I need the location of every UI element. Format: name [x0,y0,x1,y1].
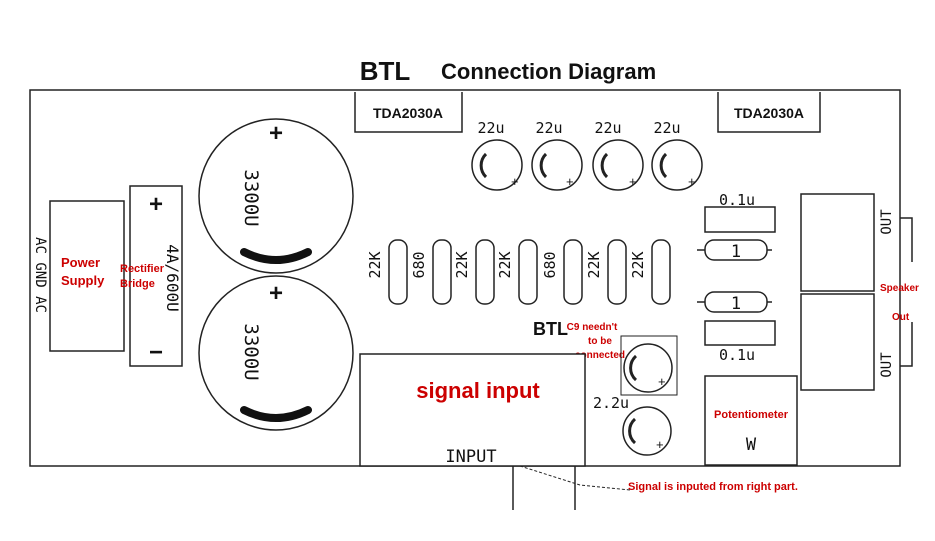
component-1-top-label: 1 [731,242,741,262]
cap-22u-3-plus: + [629,174,637,189]
potentiometer-mark: W [746,435,757,455]
resistor-2: 680 [410,239,452,305]
cap-22u-3-label: 22u [594,119,621,137]
cap-2u2-plus: + [656,437,664,452]
signal-note: Signal is inputed from right part. [628,481,798,493]
c9-note-1: C9 needn't [567,322,618,333]
signal-input-area [359,353,586,467]
cap-3300u-top-plus: + [269,120,283,147]
cap-22u-1: 22u + [471,119,523,191]
cap-3300u-bottom-label: 3300U [240,323,262,380]
power-supply-block [49,200,125,352]
resistor-7-label: 22K [629,251,647,278]
resistor-3-label: 22K [453,251,471,278]
resistor-1-label: 22K [366,251,384,278]
cap-22u-4: 22u + [651,119,703,191]
cap-2u2: + [622,406,672,456]
film-cap-top-label: 0.1u [719,191,755,209]
component-1-bottom: 1 [697,291,772,314]
speaker-label-2: Out [892,312,910,323]
cap-22u-1-label: 22u [477,119,504,137]
cap-3300u-top: + 3300U [198,118,354,274]
rectifier-plus: + [149,191,163,218]
speaker-lead-top [900,217,913,262]
rectifier-bridge [129,185,183,367]
chip-right: TDA2030A [717,92,821,133]
cap-c9: + [623,343,673,393]
chip-left: TDA2030A [354,92,463,133]
cap-22u-2-plus: + [566,174,574,189]
potentiometer [704,375,798,466]
cap-c9-plus: + [658,374,666,389]
cap-22u-1-plus: + [511,174,519,189]
cap-3300u-bottom: + 3300U [198,275,354,431]
resistor-3: 22K [453,239,495,305]
speaker-lead-bottom [900,322,913,367]
c9-note-3: connected [575,350,625,361]
chip-right-label: TDA2030A [734,105,804,121]
ac-gnd-ac-labels: AC GND AC [32,237,48,313]
c9-frame [620,335,678,396]
out-top-label: OUT [879,209,895,235]
resistor-1: 22K [366,239,408,305]
out-bottom-label: OUT [879,352,895,378]
resistor-6-label: 22K [585,251,603,278]
cap-22u-2-label: 22u [535,119,562,137]
cap-22u-2: 22u + [531,119,583,191]
power-supply-label-1: Power [61,255,100,270]
chip-left-label: TDA2030A [373,105,443,121]
film-cap-bottom [704,320,776,346]
resistor-4-label: 22K [496,251,514,278]
speaker-terminal-top [800,193,875,292]
resistor-5-label: 680 [541,251,559,278]
cap-3300u-bottom-plus: + [269,280,283,307]
btl-mark: BTL [533,319,568,339]
component-1-top: 1 [697,239,772,262]
title-text: Connection Diagram [441,59,656,84]
rectifier-label-2: Bridge [120,278,155,290]
signal-input-label: signal input [416,378,540,403]
resistor-5: 680 [541,239,583,305]
film-cap-top [704,206,776,233]
signal-arrow-line [519,465,631,491]
cap-22u-3: 22u + [592,119,644,191]
rectifier-rating: 4A/600U [163,244,182,311]
cap-22u-4-label: 22u [653,119,680,137]
resistor-6: 22K [585,239,627,305]
resistor-7: 22K [629,239,671,305]
rectifier-label-1: Rectifier [120,263,165,275]
component-1-bottom-label: 1 [731,294,741,314]
title-mode: BTL [360,56,411,86]
power-supply-label-2: Supply [61,273,105,288]
rectifier-minus: − [149,339,163,366]
potentiometer-label: Potentiometer [714,409,789,421]
resistor-2-label: 680 [410,251,428,278]
cap-2u2-label: 2.2u [593,394,629,412]
film-cap-bottom-label: 0.1u [719,346,755,364]
speaker-terminal-bottom [800,293,875,391]
cap-22u-4-plus: + [688,174,696,189]
speaker-label-1: Speaker [880,283,919,294]
c9-note-2: to be [588,336,612,347]
cap-3300u-top-label: 3300U [240,169,262,226]
resistor-4: 22K [496,239,538,305]
input-label: INPUT [445,447,496,467]
